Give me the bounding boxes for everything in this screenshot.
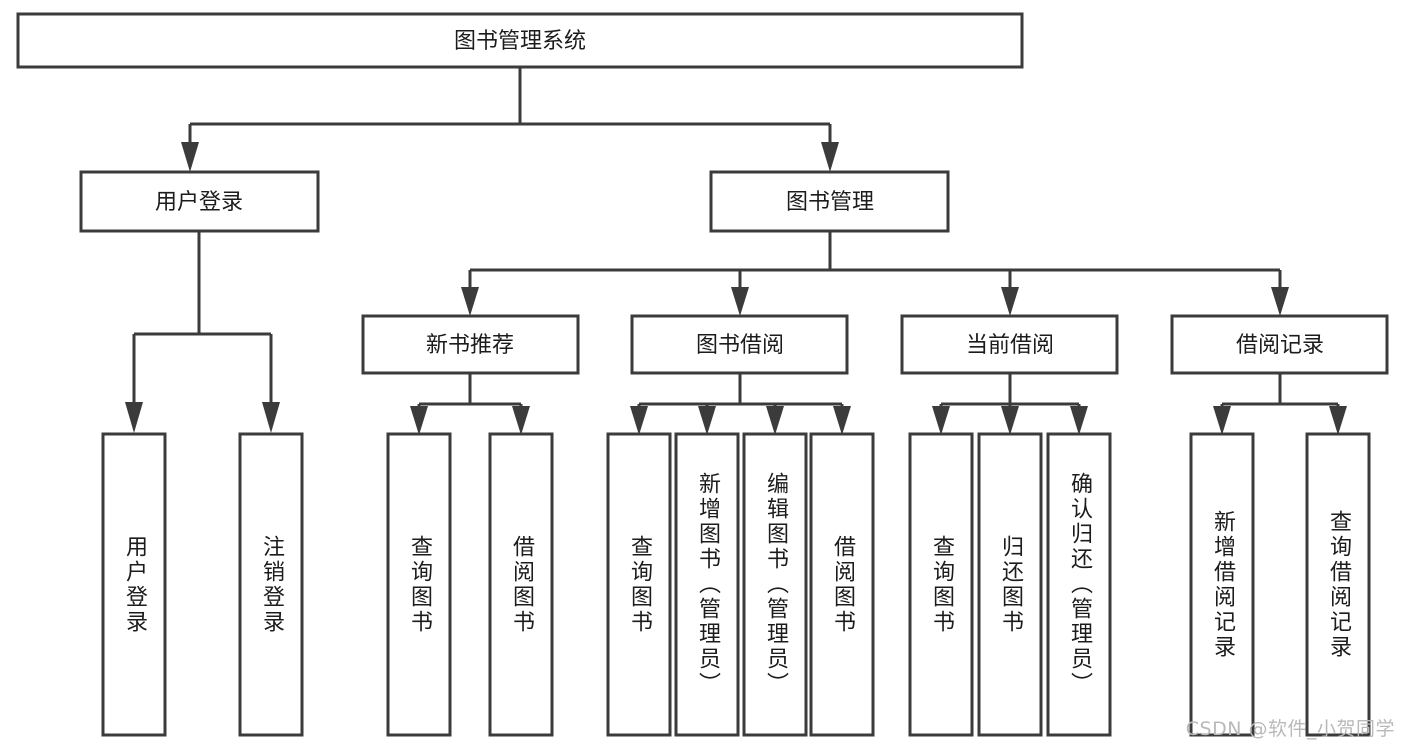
connector-bookborrow-to-leaves [630, 373, 851, 435]
node-leaf-query-book-1[interactable] [386, 432, 452, 737]
node-leaf-borrow-book-1[interactable] [488, 432, 554, 737]
arrow-head-icon [1001, 406, 1019, 435]
node-user-login[interactable] [79, 170, 320, 233]
node-leaf-add-record[interactable] [1189, 432, 1255, 737]
node-current-borrow-label: 当前借阅 [966, 333, 1054, 358]
node-leaf-query-book-2[interactable] [606, 432, 672, 737]
watermark: CSDN @软件_小贺同学 [1185, 718, 1395, 740]
node-new-book-rec-label: 新书推荐 [426, 333, 514, 358]
connector-newbook-to-leaves [410, 373, 530, 435]
arrow-head-icon [821, 142, 839, 172]
node-borrow-record[interactable] [1170, 314, 1389, 375]
node-current-borrow[interactable] [900, 314, 1119, 375]
arrow-head-icon [1213, 406, 1231, 435]
node-leaf-edit-book[interactable] [742, 432, 808, 737]
node-borrow-record-label: 借阅记录 [1236, 333, 1324, 358]
arrow-head-icon [1070, 406, 1088, 435]
connector-currentborrow-to-leaves [932, 373, 1088, 435]
arrow-head-icon [630, 406, 648, 435]
arrow-head-icon [1271, 287, 1289, 316]
arrow-head-icon [410, 406, 428, 435]
node-leaf-add-book[interactable] [674, 432, 740, 737]
node-user-login-label: 用户登录 [155, 190, 243, 215]
node-leaf-query-book-3[interactable] [908, 432, 974, 737]
arrow-head-icon [766, 406, 784, 435]
connector-root-to-level2 [181, 67, 839, 172]
arrow-head-icon [1329, 406, 1347, 435]
arrow-head-icon [1001, 287, 1019, 316]
arrow-head-icon [731, 287, 749, 316]
node-book-borrow[interactable] [630, 314, 849, 375]
node-leaf-return-book[interactable] [977, 432, 1043, 737]
arrow-head-icon [698, 406, 716, 435]
node-new-book-rec[interactable] [361, 314, 580, 375]
arrow-head-icon [932, 406, 950, 435]
arrow-head-icon [461, 287, 479, 316]
node-book-borrow-label: 图书借阅 [696, 333, 784, 358]
node-leaf-user-logout[interactable] [238, 432, 304, 737]
arrow-head-icon [181, 142, 199, 172]
connector-userlogin-to-leaves [125, 231, 280, 433]
arrow-head-icon [262, 402, 280, 433]
node-leaf-query-record[interactable] [1305, 432, 1371, 737]
arrow-head-icon [125, 402, 143, 433]
node-leaf-confirm-return[interactable] [1046, 432, 1112, 737]
node-leaf-user-login[interactable] [101, 432, 167, 737]
node-leaf-borrow-book-2[interactable] [809, 432, 875, 737]
connector-bookmanage-to-level3 [461, 231, 1289, 316]
arrow-head-icon [833, 406, 851, 435]
node-root[interactable] [16, 12, 1024, 69]
node-root-label: 图书管理系统 [454, 29, 586, 54]
connector-borrowrecord-to-leaves [1213, 373, 1347, 435]
arrow-head-icon [512, 406, 530, 435]
node-book-manage[interactable] [709, 170, 950, 233]
node-book-manage-label: 图书管理 [786, 190, 874, 215]
